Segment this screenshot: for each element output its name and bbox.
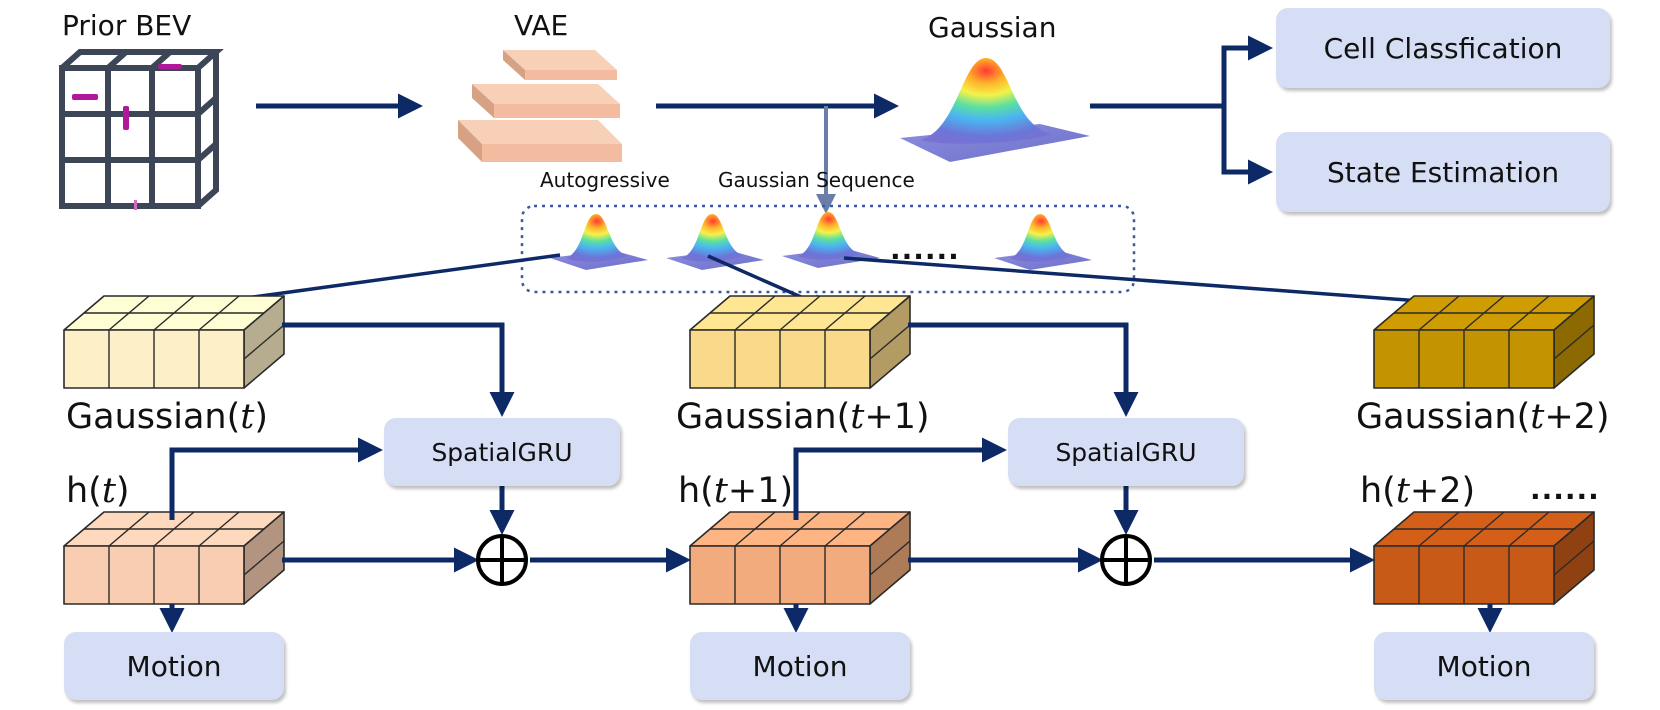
hidden-cube-t bbox=[63, 511, 285, 605]
gaussian-cube-t-side-grid bbox=[243, 324, 285, 360]
spatial-gru-box-2: SpatialGRU bbox=[1008, 418, 1244, 486]
prior-bev-marks bbox=[72, 64, 182, 210]
vae-slab-top bbox=[503, 50, 617, 80]
motion-box-2: Motion bbox=[690, 632, 910, 700]
hidden-t-label: h(t) bbox=[66, 471, 130, 511]
gaussian-t-label: Gaussian(t) bbox=[66, 397, 268, 437]
gaussian-label: Gaussian bbox=[928, 11, 1057, 44]
sequence-title-b: Gaussian Sequence bbox=[718, 168, 915, 192]
seq-gaussian-4 bbox=[994, 214, 1092, 270]
gaussian-t2-label: Gaussian(t+2) bbox=[1356, 397, 1610, 437]
seq-gaussian-2 bbox=[666, 214, 764, 270]
seq-gaussian-1 bbox=[550, 214, 648, 270]
arrow-gauss-t-to-gru bbox=[282, 322, 515, 417]
hidden-t1-label: h(t+1) bbox=[678, 471, 794, 511]
gaussian-cube-t1 bbox=[689, 295, 911, 389]
hidden-cube-t2 bbox=[1373, 511, 1595, 605]
hidden-cube-t2-side-grid bbox=[1553, 540, 1595, 576]
oplus-node-1 bbox=[476, 534, 528, 586]
oplus-node-2 bbox=[1100, 534, 1152, 586]
gaussian-t1-label: Gaussian(t+1) bbox=[676, 397, 930, 437]
prior-bev-grid bbox=[59, 49, 224, 209]
spatial-gru-box-1: SpatialGRU bbox=[384, 418, 620, 486]
gaussian-cube-t2-side-grid bbox=[1553, 324, 1595, 360]
sequence-title-a: Autogressive bbox=[540, 168, 670, 192]
hidden-ellipsis: ...... bbox=[1530, 473, 1600, 506]
vae-slab-bottom bbox=[458, 120, 622, 162]
seq-gaussian-3 bbox=[782, 212, 880, 268]
cell-classification-box: Cell Classfication bbox=[1276, 8, 1610, 88]
vae-slabs bbox=[458, 50, 622, 162]
recurrence-arrows bbox=[159, 322, 1503, 633]
hidden-cube-t-side-grid bbox=[243, 540, 285, 576]
state-cubes bbox=[63, 295, 1595, 605]
gaussian-cube-t bbox=[63, 295, 285, 389]
top-arrows bbox=[256, 35, 1273, 185]
motion-box-3: Motion bbox=[1374, 632, 1594, 700]
hidden-t2-label: h(t+2) bbox=[1360, 471, 1476, 511]
arrow-gauss-t1-to-gru bbox=[908, 322, 1139, 417]
arrow-to-cell-classification bbox=[1221, 35, 1273, 106]
prior-bev-label: Prior BEV bbox=[62, 9, 192, 42]
gaussian-surface-large bbox=[900, 58, 1090, 162]
sequence-gaussians bbox=[550, 212, 1092, 270]
gaussian-cube-t2 bbox=[1373, 295, 1595, 389]
arrow-ht-to-gru bbox=[169, 437, 383, 520]
hidden-cube-t1 bbox=[689, 511, 911, 605]
vae-slab-middle bbox=[472, 84, 620, 118]
motion-box-1: Motion bbox=[64, 632, 284, 700]
sequence-ellipsis: ...... bbox=[890, 233, 960, 266]
vae-label: VAE bbox=[514, 9, 569, 42]
arrow-to-state-estimation bbox=[1221, 106, 1273, 185]
arrow-ht1-to-gru bbox=[793, 437, 1007, 520]
state-estimation-box: State Estimation bbox=[1276, 132, 1610, 212]
gaussian-cube-t1-side-grid bbox=[869, 324, 911, 360]
hidden-cube-t1-side-grid bbox=[869, 540, 911, 576]
